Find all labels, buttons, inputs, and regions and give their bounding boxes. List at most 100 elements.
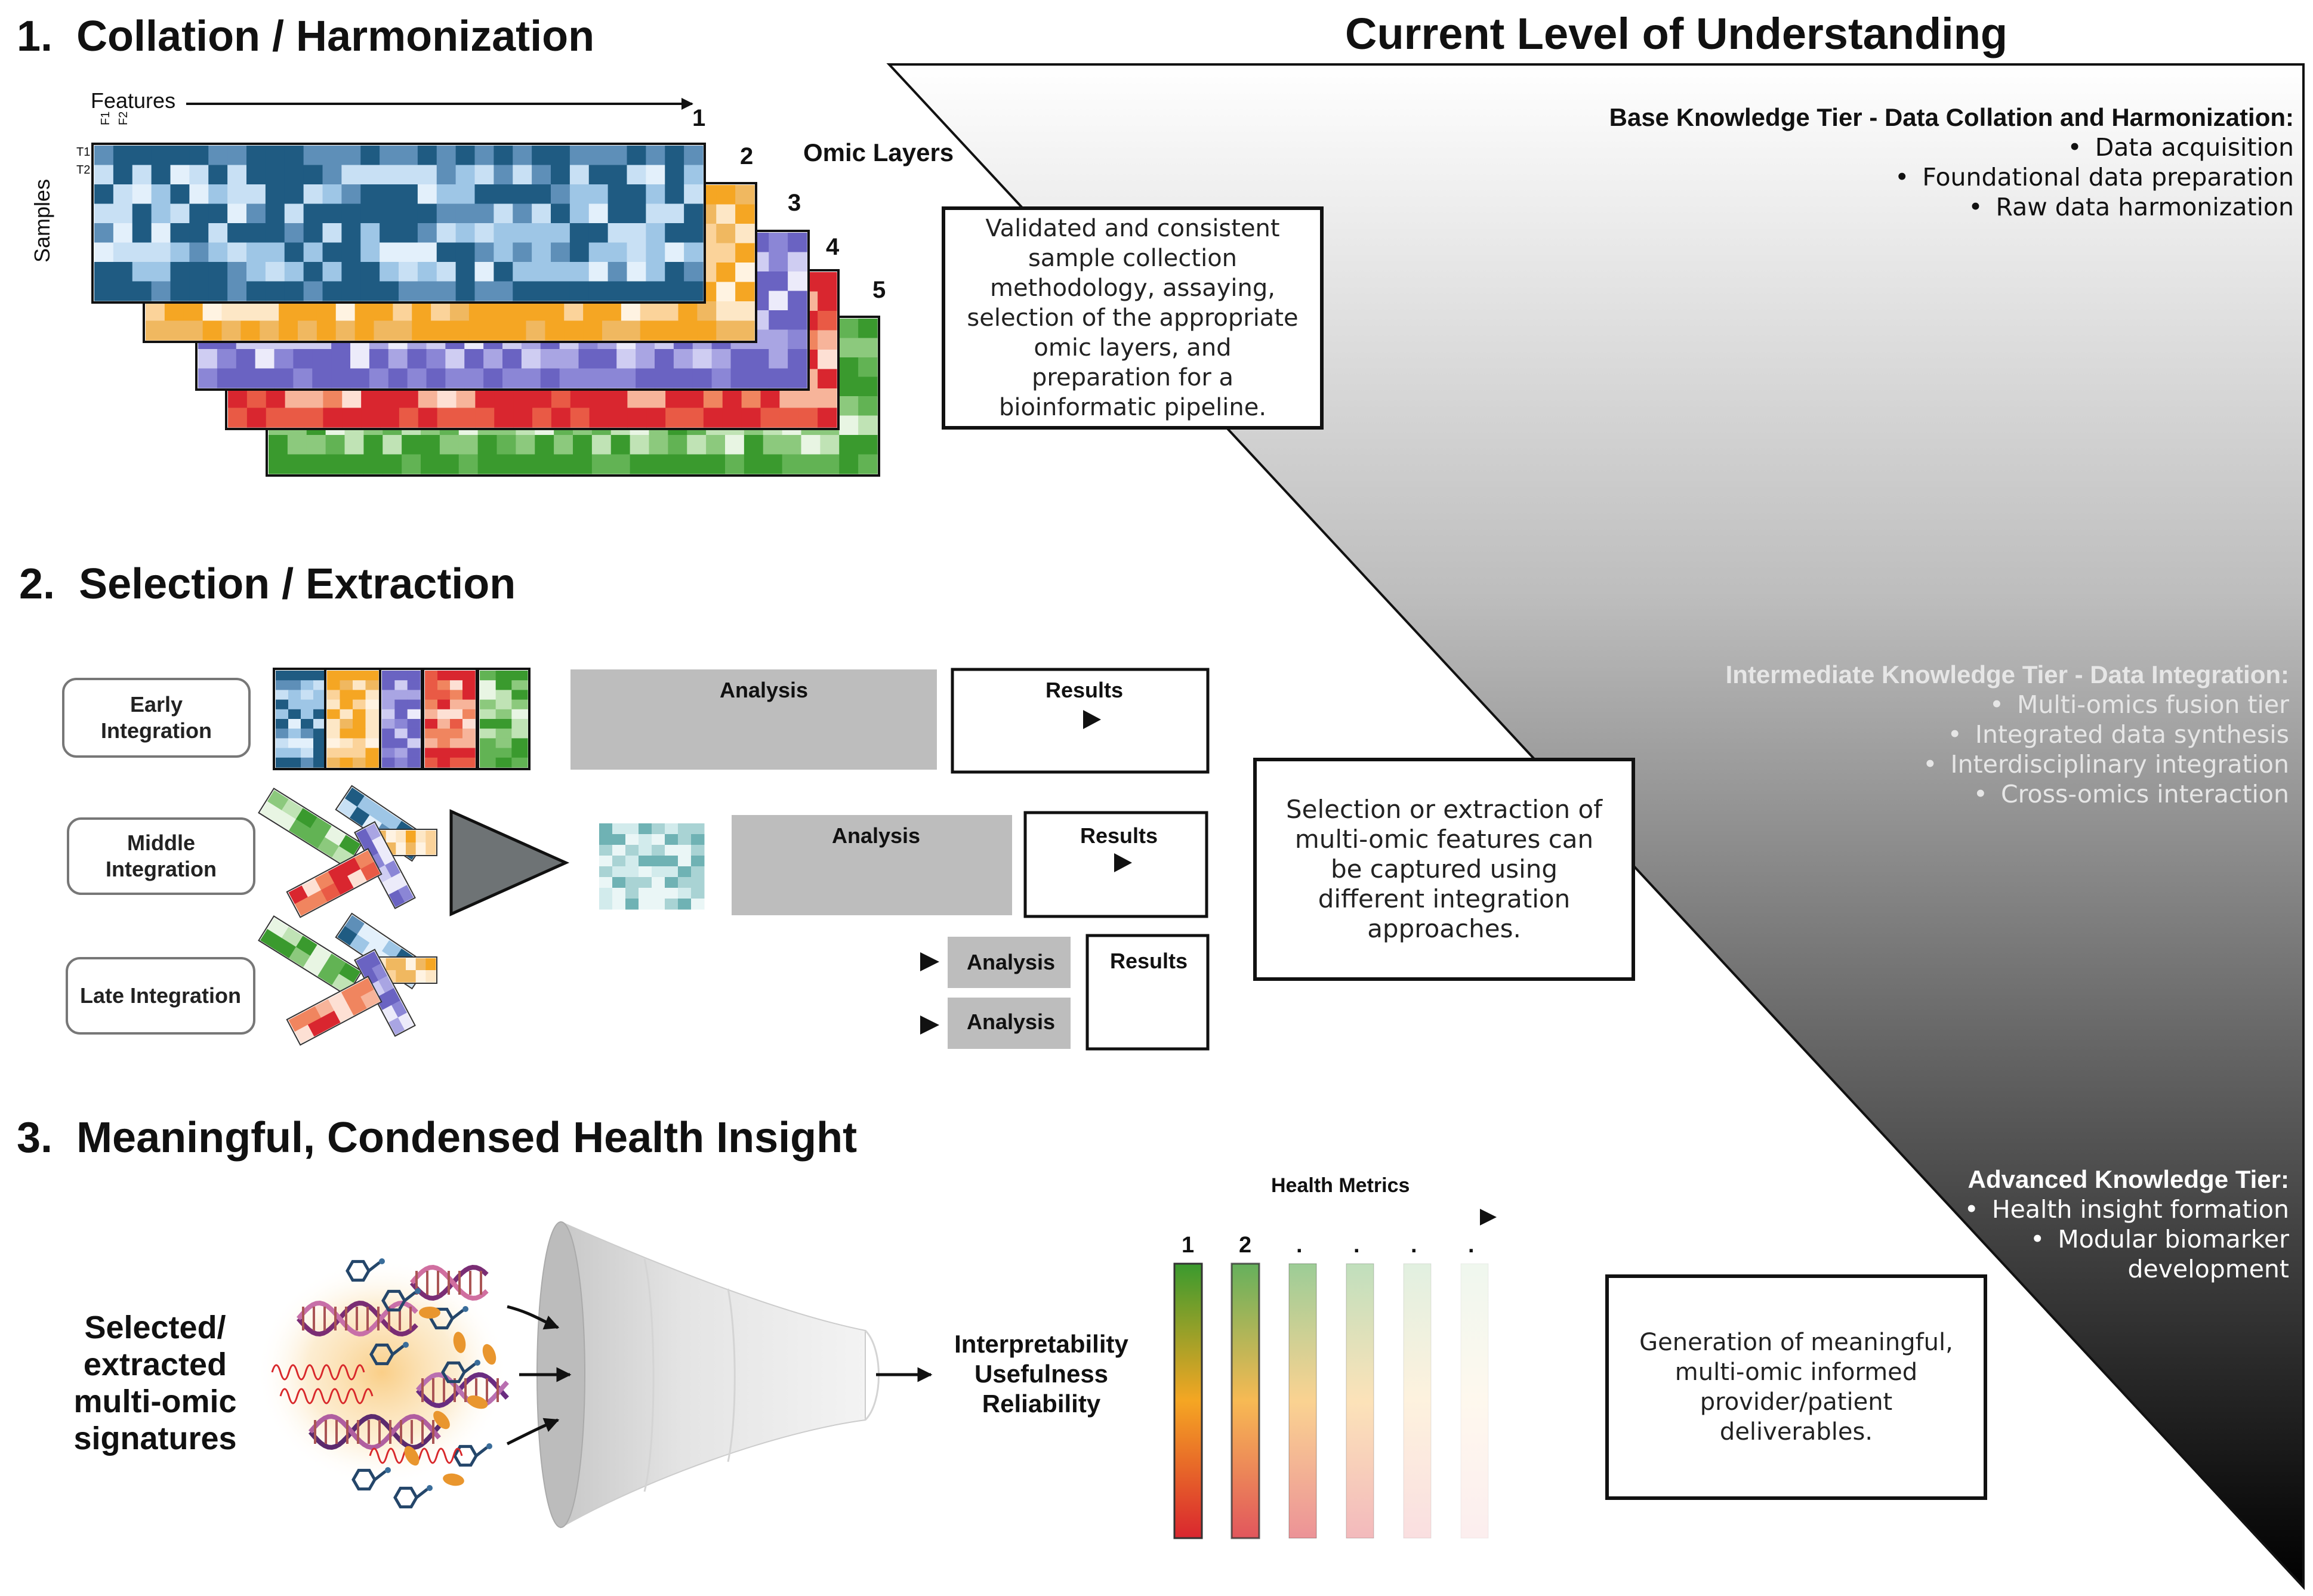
dna-helix-icon	[308, 1413, 442, 1450]
late-analysis-label-1: Analysis	[967, 950, 1056, 974]
section-1-label: Collation / Harmonization	[76, 13, 595, 60]
latent-feature-block	[599, 823, 705, 910]
omic-layer-heatmaps	[91, 143, 880, 477]
metric-number: .	[1296, 1233, 1303, 1258]
dna-helix-icon	[296, 1300, 418, 1337]
features-label: Features	[91, 88, 176, 113]
middle-analysis-box	[732, 815, 1012, 915]
late-results-box	[1085, 934, 1210, 1051]
fragment-red	[286, 848, 383, 918]
health-metric-bar	[1288, 1263, 1317, 1539]
layer-number-5: 5	[872, 277, 886, 303]
microbe-icon	[419, 1307, 440, 1319]
early-integration-label: Early Integration	[62, 678, 251, 758]
metric-number: .	[1468, 1233, 1475, 1258]
molecule-ring-icon	[441, 1360, 480, 1384]
microbe-icon	[433, 1410, 450, 1430]
health-metric-bar	[1173, 1262, 1203, 1539]
advanced-tier-heading: Advanced Knowledge Tier:	[1967, 1165, 2289, 1193]
section-3-label: Meaningful, Condensed Health Insight	[76, 1114, 858, 1162]
molecule-ring-icon	[429, 1306, 468, 1330]
qualities-list: Interpretability Usefulness Reliability	[943, 1329, 1140, 1419]
sample-tick-1: T1	[76, 146, 91, 159]
insight-note-text: Generation of meaningful, multi-omic inf…	[1639, 1329, 1953, 1446]
intermediate-tier-item: Multi-omics fusion tier	[1513, 690, 2289, 720]
molecule-ring-icon	[381, 1288, 421, 1312]
intermediate-tier-item: Integrated data synthesis	[1513, 720, 2289, 749]
advanced-tier-block: Advanced Knowledge Tier: Health insight …	[1871, 1165, 2289, 1284]
middle-analysis-label: Analysis	[832, 823, 921, 848]
health-metric-bar	[1230, 1262, 1260, 1539]
collation-note-text: Validated and consistent sample collecti…	[967, 215, 1299, 421]
molecule-ring-icon	[346, 1258, 385, 1282]
layer-number-3: 3	[788, 190, 801, 216]
peptide-chain-icon	[279, 1388, 374, 1404]
omic-layers-label: Omic Layers	[803, 138, 954, 166]
health-metrics-label: Health Metrics	[1271, 1174, 1410, 1197]
microbe-icon	[443, 1473, 464, 1486]
late-integration-label: Late Integration	[66, 957, 255, 1035]
base-tier-item: Data acquisition	[1458, 132, 2294, 162]
early-analysis-label: Analysis	[720, 678, 809, 702]
feature-tick-1: F1	[99, 111, 112, 125]
metric-number: .	[1353, 1233, 1360, 1258]
fragment-red	[286, 975, 383, 1046]
late-analysis-box-1	[948, 937, 1071, 988]
early-block-red	[422, 668, 478, 770]
molecule-ring-icon	[453, 1443, 492, 1467]
metric-number: 2	[1239, 1233, 1252, 1258]
late-integration-text: Late Integration	[79, 983, 242, 1008]
omic-fragments	[258, 785, 437, 1046]
late-analysis-box-2	[948, 998, 1071, 1049]
early-block-orange	[324, 668, 381, 770]
section-3-title: 3. Meaningful, Condensed Health Insight	[17, 1113, 857, 1162]
dimensionality-reduction-triangle	[449, 809, 570, 916]
health-metric-bar	[1346, 1263, 1374, 1539]
section-1-title: 1. Collation / Harmonization	[17, 12, 594, 61]
omic-layer-1-heatmap	[91, 143, 706, 304]
health-metric-bar	[1460, 1263, 1489, 1539]
integration-note-box: Selection or extraction of multi-omic fe…	[1253, 758, 1635, 981]
health-metric-bar	[1403, 1263, 1432, 1539]
health-metric-bars	[1173, 1262, 1489, 1539]
base-tier-heading: Base Knowledge Tier - Data Collation and…	[1609, 103, 2294, 131]
signature-cluster-glow	[257, 1259, 507, 1486]
microbe-icon	[404, 1446, 420, 1466]
advanced-tier-item: Modular biomarker development	[1871, 1224, 2289, 1284]
layer-number-4: 4	[826, 234, 840, 260]
molecule-cluster-icon	[271, 1258, 509, 1509]
section-2-number: 2.	[19, 560, 55, 608]
health-insight-visual	[257, 1209, 1497, 1539]
middle-results-label: Results	[1080, 823, 1158, 848]
collation-note-box: Validated and consistent sample collecti…	[942, 206, 1324, 430]
late-analysis-label-2: Analysis	[967, 1010, 1056, 1034]
metric-number: .	[1411, 1233, 1417, 1258]
section-2-label: Selection / Extraction	[79, 560, 516, 608]
integration-note-text: Selection or extraction of multi-omic fe…	[1285, 795, 1603, 943]
early-block-green	[477, 668, 531, 770]
intermediate-tier-item: Interdisciplinary integration	[1513, 749, 2289, 779]
intermediate-tier-block: Intermediate Knowledge Tier - Data Integ…	[1513, 660, 2289, 809]
middle-integration-text: Middle Integration	[106, 831, 217, 881]
late-results-label: Results	[1110, 949, 1188, 973]
insight-note-box: Generation of meaningful, multi-omic inf…	[1605, 1274, 1987, 1500]
base-tier-item: Raw data harmonization	[1458, 192, 2295, 222]
base-tier-item: Foundational data preparation	[1458, 162, 2294, 192]
intermediate-tier-heading: Intermediate Knowledge Tier - Data Integ…	[1725, 660, 2289, 689]
quality-reliability: Reliability	[982, 1390, 1101, 1418]
fragment-green	[258, 788, 363, 869]
section-1-number: 1.	[17, 13, 53, 60]
quality-interpretability: Interpretability	[954, 1330, 1128, 1358]
layer-number-2: 2	[740, 143, 754, 169]
peptide-chain-icon	[271, 1364, 365, 1381]
molecule-ring-icon	[369, 1342, 409, 1366]
early-block-purple	[379, 668, 423, 770]
base-tier-block: Base Knowledge Tier - Data Collation and…	[1458, 103, 2294, 222]
molecule-ring-icon	[393, 1485, 433, 1509]
fragment-purple	[354, 949, 416, 1037]
microbe-icon	[482, 1344, 496, 1365]
early-results-label: Results	[1046, 678, 1124, 702]
funnel-icon	[560, 1221, 866, 1529]
feature-tick-2: F2	[117, 111, 130, 125]
intermediate-tier-item: Cross-omics interaction	[1513, 779, 2289, 809]
